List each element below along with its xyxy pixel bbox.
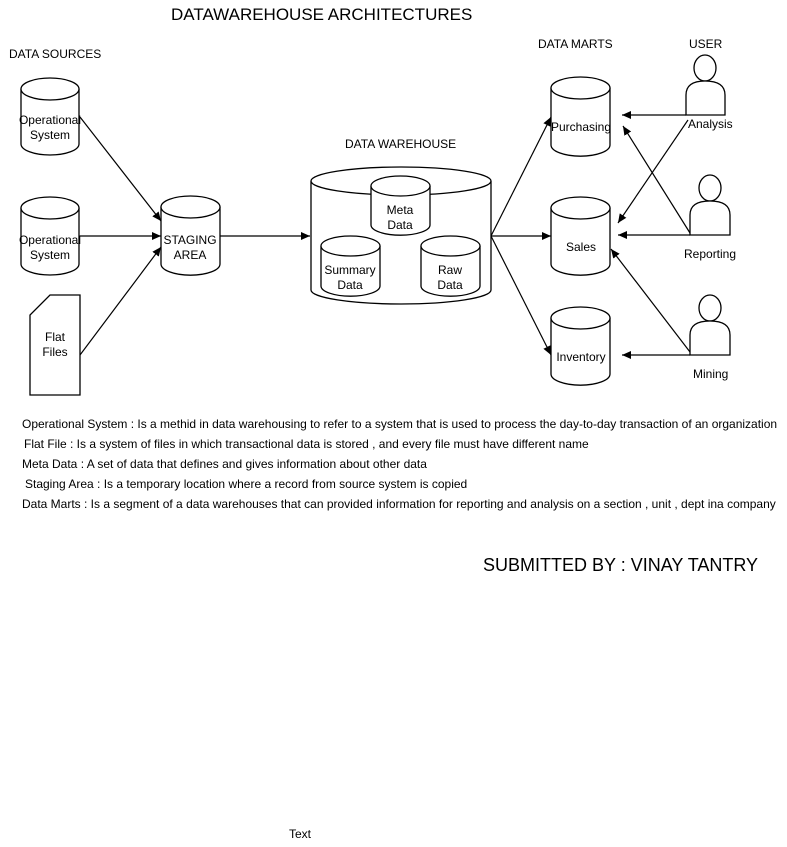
label-line: System bbox=[29, 128, 70, 142]
arrow-analysis-to-sales bbox=[617, 119, 689, 224]
inventory-label: Inventory bbox=[556, 350, 606, 364]
label-line: Data bbox=[387, 218, 413, 232]
analysis-label: Analysis bbox=[688, 117, 733, 131]
data-sources-header: DATA SOURCES bbox=[9, 47, 102, 61]
arrow-flatfiles-to-staging bbox=[79, 246, 162, 356]
label-line: System bbox=[29, 248, 70, 262]
meta-data-cylinder bbox=[370, 175, 431, 236]
flat-files-label: Flat Files bbox=[30, 330, 80, 360]
purchasing-label: Purchasing bbox=[550, 120, 612, 134]
arrow-operational1-to-staging bbox=[79, 116, 162, 222]
label-line: Flat bbox=[44, 330, 65, 344]
meta-data-label: Meta Data bbox=[370, 203, 430, 233]
data-marts-header: DATA MARTS bbox=[538, 37, 613, 51]
label-line: AREA bbox=[173, 248, 207, 262]
user-header: USER bbox=[689, 37, 723, 51]
label-line: Operational bbox=[18, 113, 82, 127]
analysis-user-icon bbox=[685, 54, 726, 116]
page-title: DATAWAREHOUSE ARCHITECTURES bbox=[171, 5, 473, 24]
summary-data-label: Summary Data bbox=[315, 263, 385, 293]
label-line: Data bbox=[337, 278, 363, 292]
label-line: Meta bbox=[386, 203, 414, 217]
label-line: Operational bbox=[18, 233, 82, 247]
raw-data-label: Raw Data bbox=[420, 263, 480, 293]
operational-system-1-cylinder bbox=[20, 77, 80, 156]
definition-flat-file: Flat File : Is a system of files in whic… bbox=[24, 437, 589, 451]
arrow-mining-to-sales bbox=[610, 248, 691, 353]
sales-cylinder bbox=[550, 196, 611, 276]
operational-system-1-label: Operational System bbox=[15, 113, 85, 143]
label-line: STAGING bbox=[163, 233, 217, 247]
label-line: Summary bbox=[324, 263, 376, 277]
summary-data-cylinder bbox=[320, 235, 381, 297]
purchasing-cylinder bbox=[550, 76, 611, 157]
footer-text: Text bbox=[289, 827, 312, 841]
definition-meta-data: Meta Data : A set of data that defines a… bbox=[22, 457, 427, 471]
operational-system-2-cylinder bbox=[20, 196, 80, 276]
inventory-cylinder bbox=[550, 306, 611, 386]
definition-data-marts: Data Marts : Is a segment of a data ware… bbox=[22, 497, 776, 511]
arrow-warehouse-to-inventory bbox=[490, 235, 552, 356]
definition-staging-area: Staging Area : Is a temporary location w… bbox=[25, 477, 468, 491]
mining-label: Mining bbox=[693, 367, 729, 381]
submitted-by: SUBMITTED BY : VINAY TANTRY bbox=[483, 555, 759, 575]
reporting-user-icon bbox=[689, 174, 731, 236]
data-warehouse-header: DATA WAREHOUSE bbox=[345, 137, 457, 151]
staging-area-cylinder bbox=[160, 195, 221, 276]
raw-data-cylinder bbox=[420, 235, 481, 297]
flat-files-shape bbox=[29, 294, 81, 396]
arrow-warehouse-to-purchasing bbox=[490, 116, 552, 237]
staging-area-label: STAGING AREA bbox=[155, 233, 225, 263]
definition-operational-system: Operational System : Is a methid in data… bbox=[22, 417, 778, 431]
arrow-reporting-to-purchasing bbox=[622, 125, 691, 234]
label-line: Files bbox=[42, 345, 68, 359]
label-line: Raw bbox=[437, 263, 462, 277]
sales-label: Sales bbox=[565, 240, 597, 254]
label-line: Data bbox=[437, 278, 463, 292]
mining-user-icon bbox=[689, 294, 731, 356]
reporting-label: Reporting bbox=[684, 247, 737, 261]
operational-system-2-label: Operational System bbox=[15, 233, 85, 263]
